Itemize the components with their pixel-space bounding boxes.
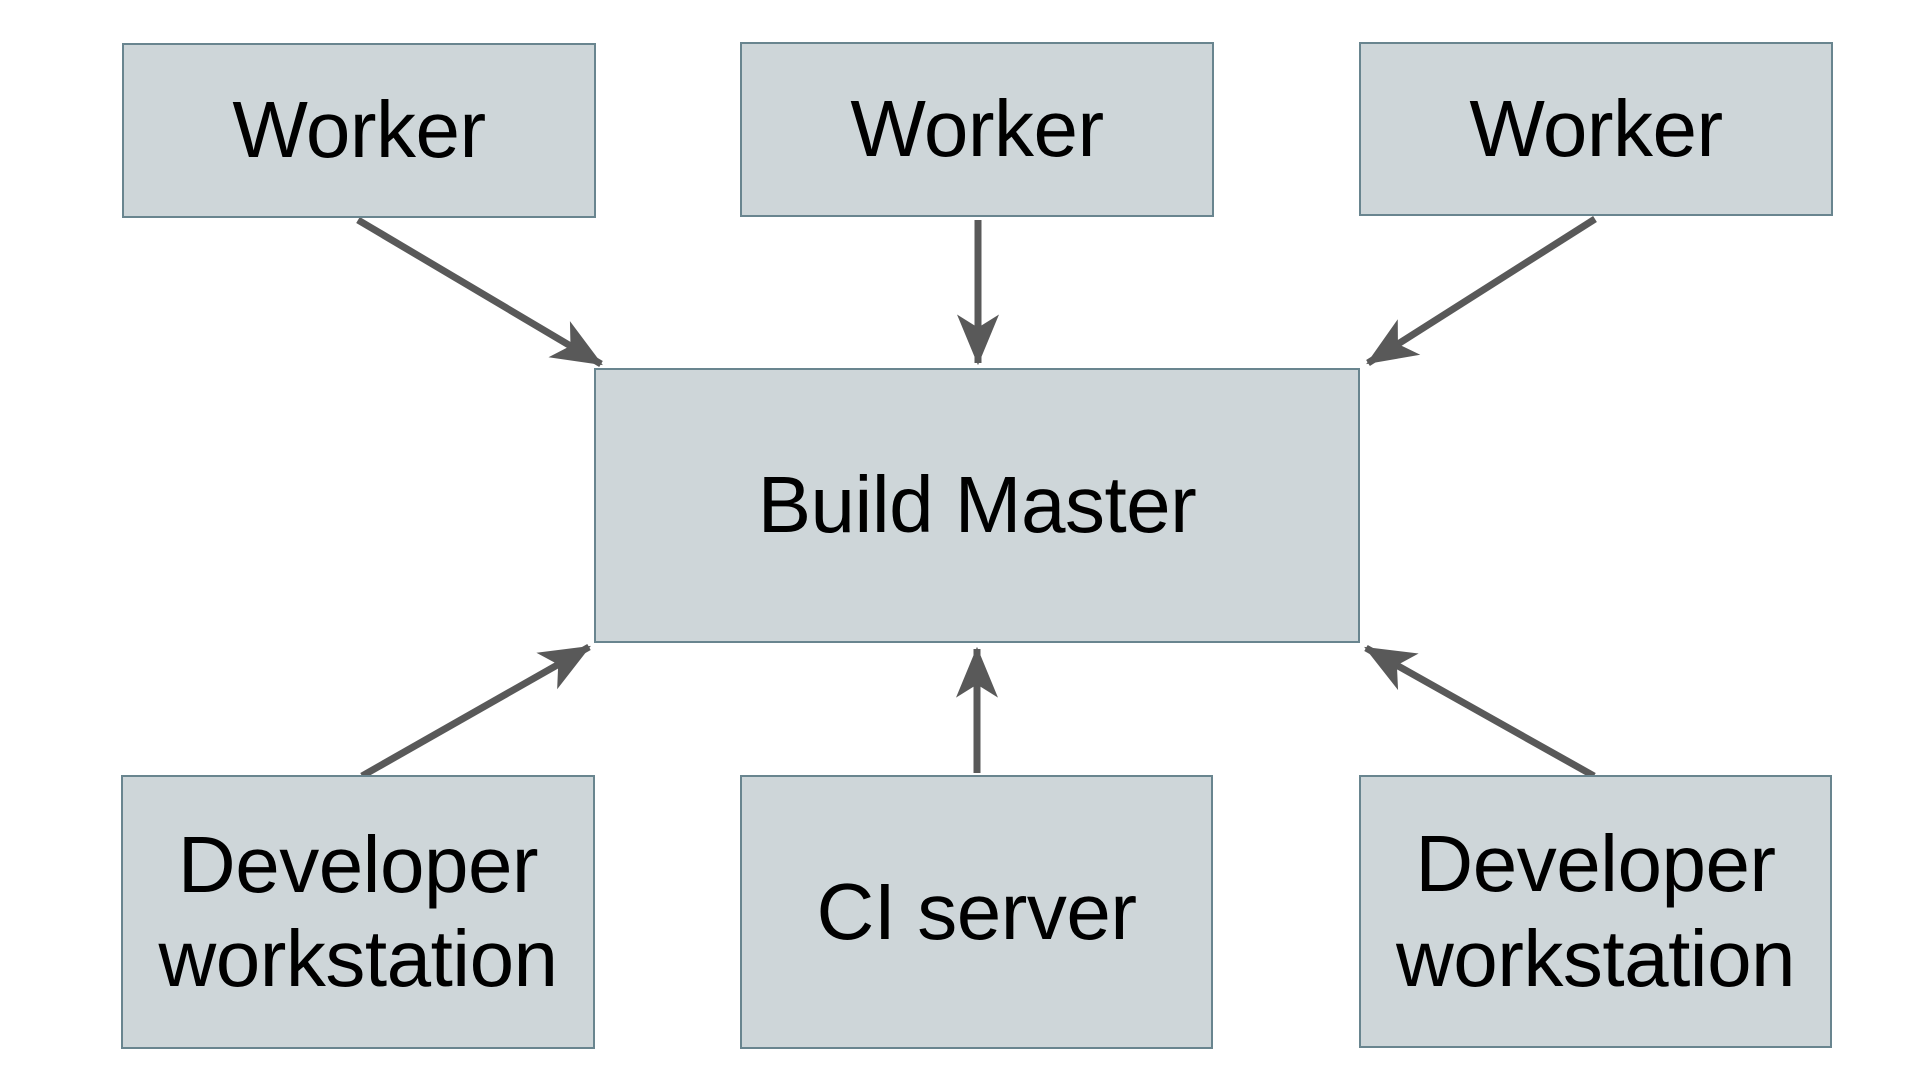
- edge-worker3-to-buildmaster: [1366, 216, 1597, 366]
- node-worker-3-label: Worker: [1469, 83, 1723, 173]
- node-worker-3: Worker: [1359, 42, 1833, 216]
- edge-devworkstation-right-to-buildmaster: [1364, 644, 1596, 780]
- node-worker-1: Worker: [122, 43, 596, 218]
- node-build-master: Build Master: [594, 368, 1360, 643]
- node-developer-workstation-right-label: Developer workstation: [1395, 819, 1796, 1003]
- node-worker-1-label: Worker: [232, 85, 486, 175]
- edge-devworkstation-left-to-buildmaster: [360, 643, 591, 780]
- node-worker-2: Worker: [740, 42, 1214, 217]
- node-ci-server: CI server: [740, 775, 1213, 1049]
- node-developer-workstation-left: Developer workstation: [121, 775, 595, 1049]
- node-worker-2-label: Worker: [850, 84, 1104, 174]
- node-developer-workstation-right: Developer workstation: [1359, 775, 1832, 1048]
- node-developer-workstation-left-label: Developer workstation: [158, 819, 558, 1003]
- node-build-master-label: Build Master: [757, 460, 1197, 550]
- node-ci-server-label: CI server: [816, 866, 1138, 956]
- edge-worker1-to-buildmaster: [356, 216, 603, 368]
